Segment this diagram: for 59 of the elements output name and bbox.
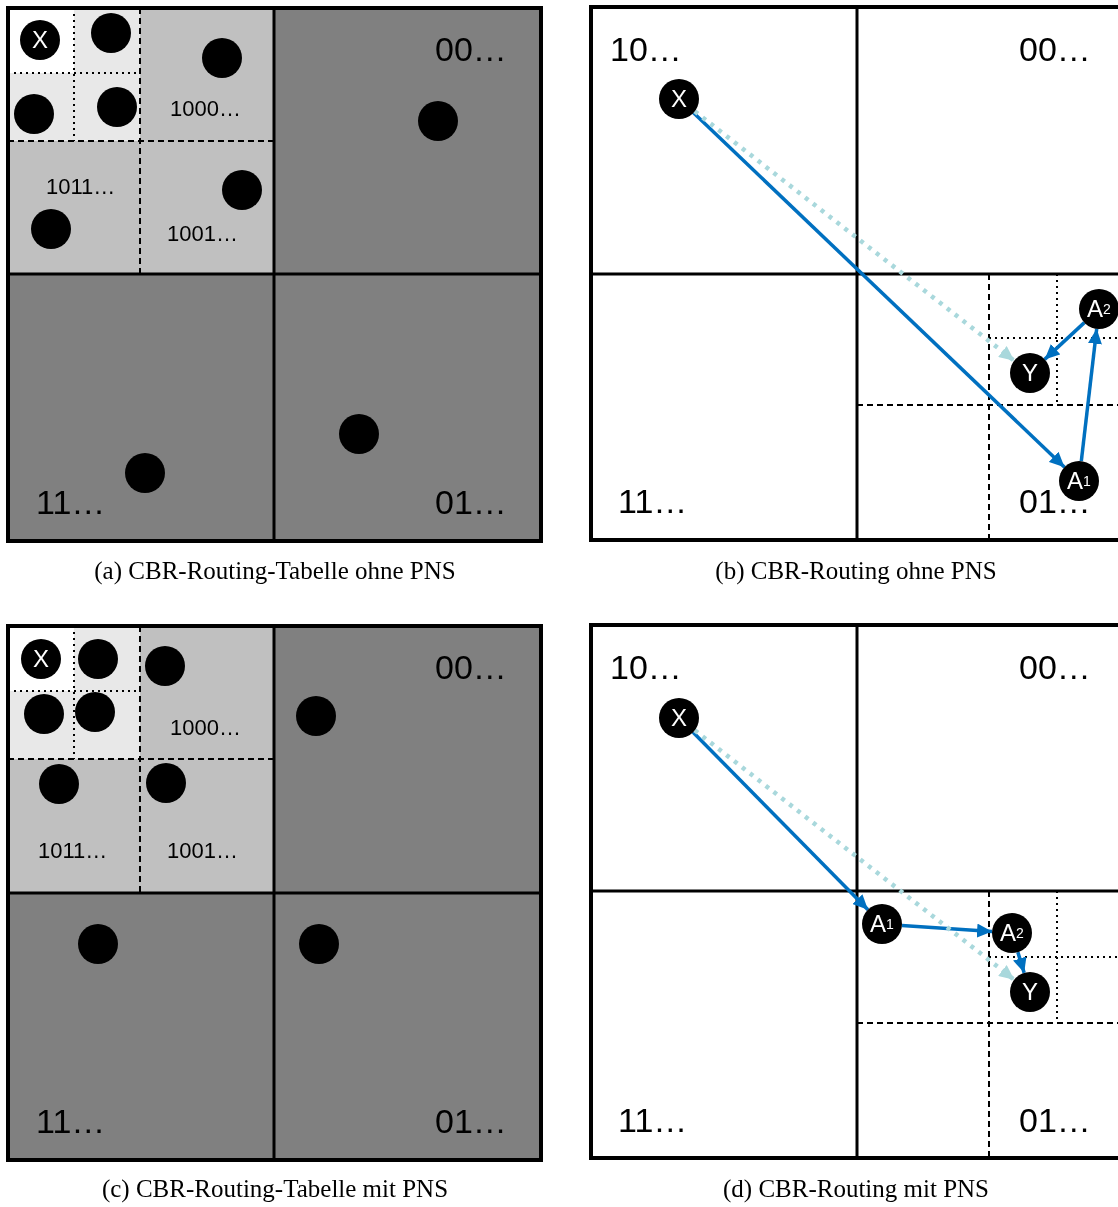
shaded-region — [140, 759, 274, 893]
shaded-region — [274, 893, 541, 1160]
shaded-region — [140, 626, 274, 759]
prefix-label: 10… — [610, 32, 682, 67]
prefix-label: 00… — [435, 32, 507, 67]
figure-caption: (b) CBR-Routing ohne PNS — [715, 558, 997, 583]
peer-dot — [31, 209, 71, 249]
prefix-label: 00… — [435, 650, 507, 685]
prefix-label: 1011… — [38, 840, 108, 863]
peer-dot — [202, 38, 242, 78]
prefix-label: 1000… — [170, 717, 241, 740]
arrow — [692, 111, 1066, 469]
dotted-arrow — [693, 109, 1016, 363]
arrow — [1079, 328, 1102, 462]
peer-dot — [78, 924, 118, 964]
shaded-region — [274, 8, 541, 274]
shaded-region — [140, 141, 274, 274]
prefix-label: 1011… — [46, 176, 116, 199]
shaded-region — [8, 759, 140, 893]
figure-caption: (a) CBR-Routing-Tabelle ohne PNS — [94, 558, 456, 583]
arrow — [1013, 951, 1027, 974]
shaded-region — [8, 141, 140, 274]
peer-dot — [339, 414, 379, 454]
prefix-label: 1001… — [167, 840, 238, 863]
prefix-label: 01… — [435, 485, 507, 520]
prefix-label: 11… — [618, 484, 688, 519]
prefix-label: 11… — [36, 485, 106, 520]
prefix-label: 1001… — [167, 223, 238, 246]
figure-caption: (d) CBR-Routing mit PNS — [723, 1176, 989, 1201]
arrow — [901, 923, 993, 938]
shaded-region — [274, 274, 541, 541]
figure-caption: (c) CBR-Routing-Tabelle mit PNS — [101, 1176, 449, 1201]
shaded-region — [8, 893, 274, 1160]
shaded-region — [140, 8, 274, 141]
peer-dot — [299, 924, 339, 964]
prefix-label: 11… — [618, 1103, 688, 1138]
peer-dot — [125, 453, 165, 493]
peer-dot — [296, 696, 336, 736]
node-circle: Y — [1010, 972, 1050, 1012]
peer-dot — [418, 101, 458, 141]
prefix-label: 00… — [1019, 650, 1091, 685]
prefix-label: 1000… — [170, 98, 241, 121]
node-circle: X — [659, 79, 699, 119]
shaded-region — [8, 274, 274, 541]
prefix-label: 01… — [1019, 1103, 1091, 1138]
dotted-arrow — [693, 728, 1016, 982]
prefix-label: 00… — [1019, 32, 1091, 67]
peer-dot — [222, 170, 262, 210]
node-circle: X — [659, 698, 699, 738]
peer-dot — [39, 764, 79, 804]
prefix-label: 01… — [435, 1104, 507, 1139]
shaded-region — [274, 626, 541, 893]
prefix-label: 11… — [36, 1104, 106, 1139]
arrow — [691, 731, 870, 911]
arrow — [1043, 321, 1086, 361]
peer-dot — [146, 763, 186, 803]
peer-dot — [145, 646, 185, 686]
prefix-label: 10… — [610, 650, 682, 685]
node-circle: Y — [1010, 353, 1050, 393]
